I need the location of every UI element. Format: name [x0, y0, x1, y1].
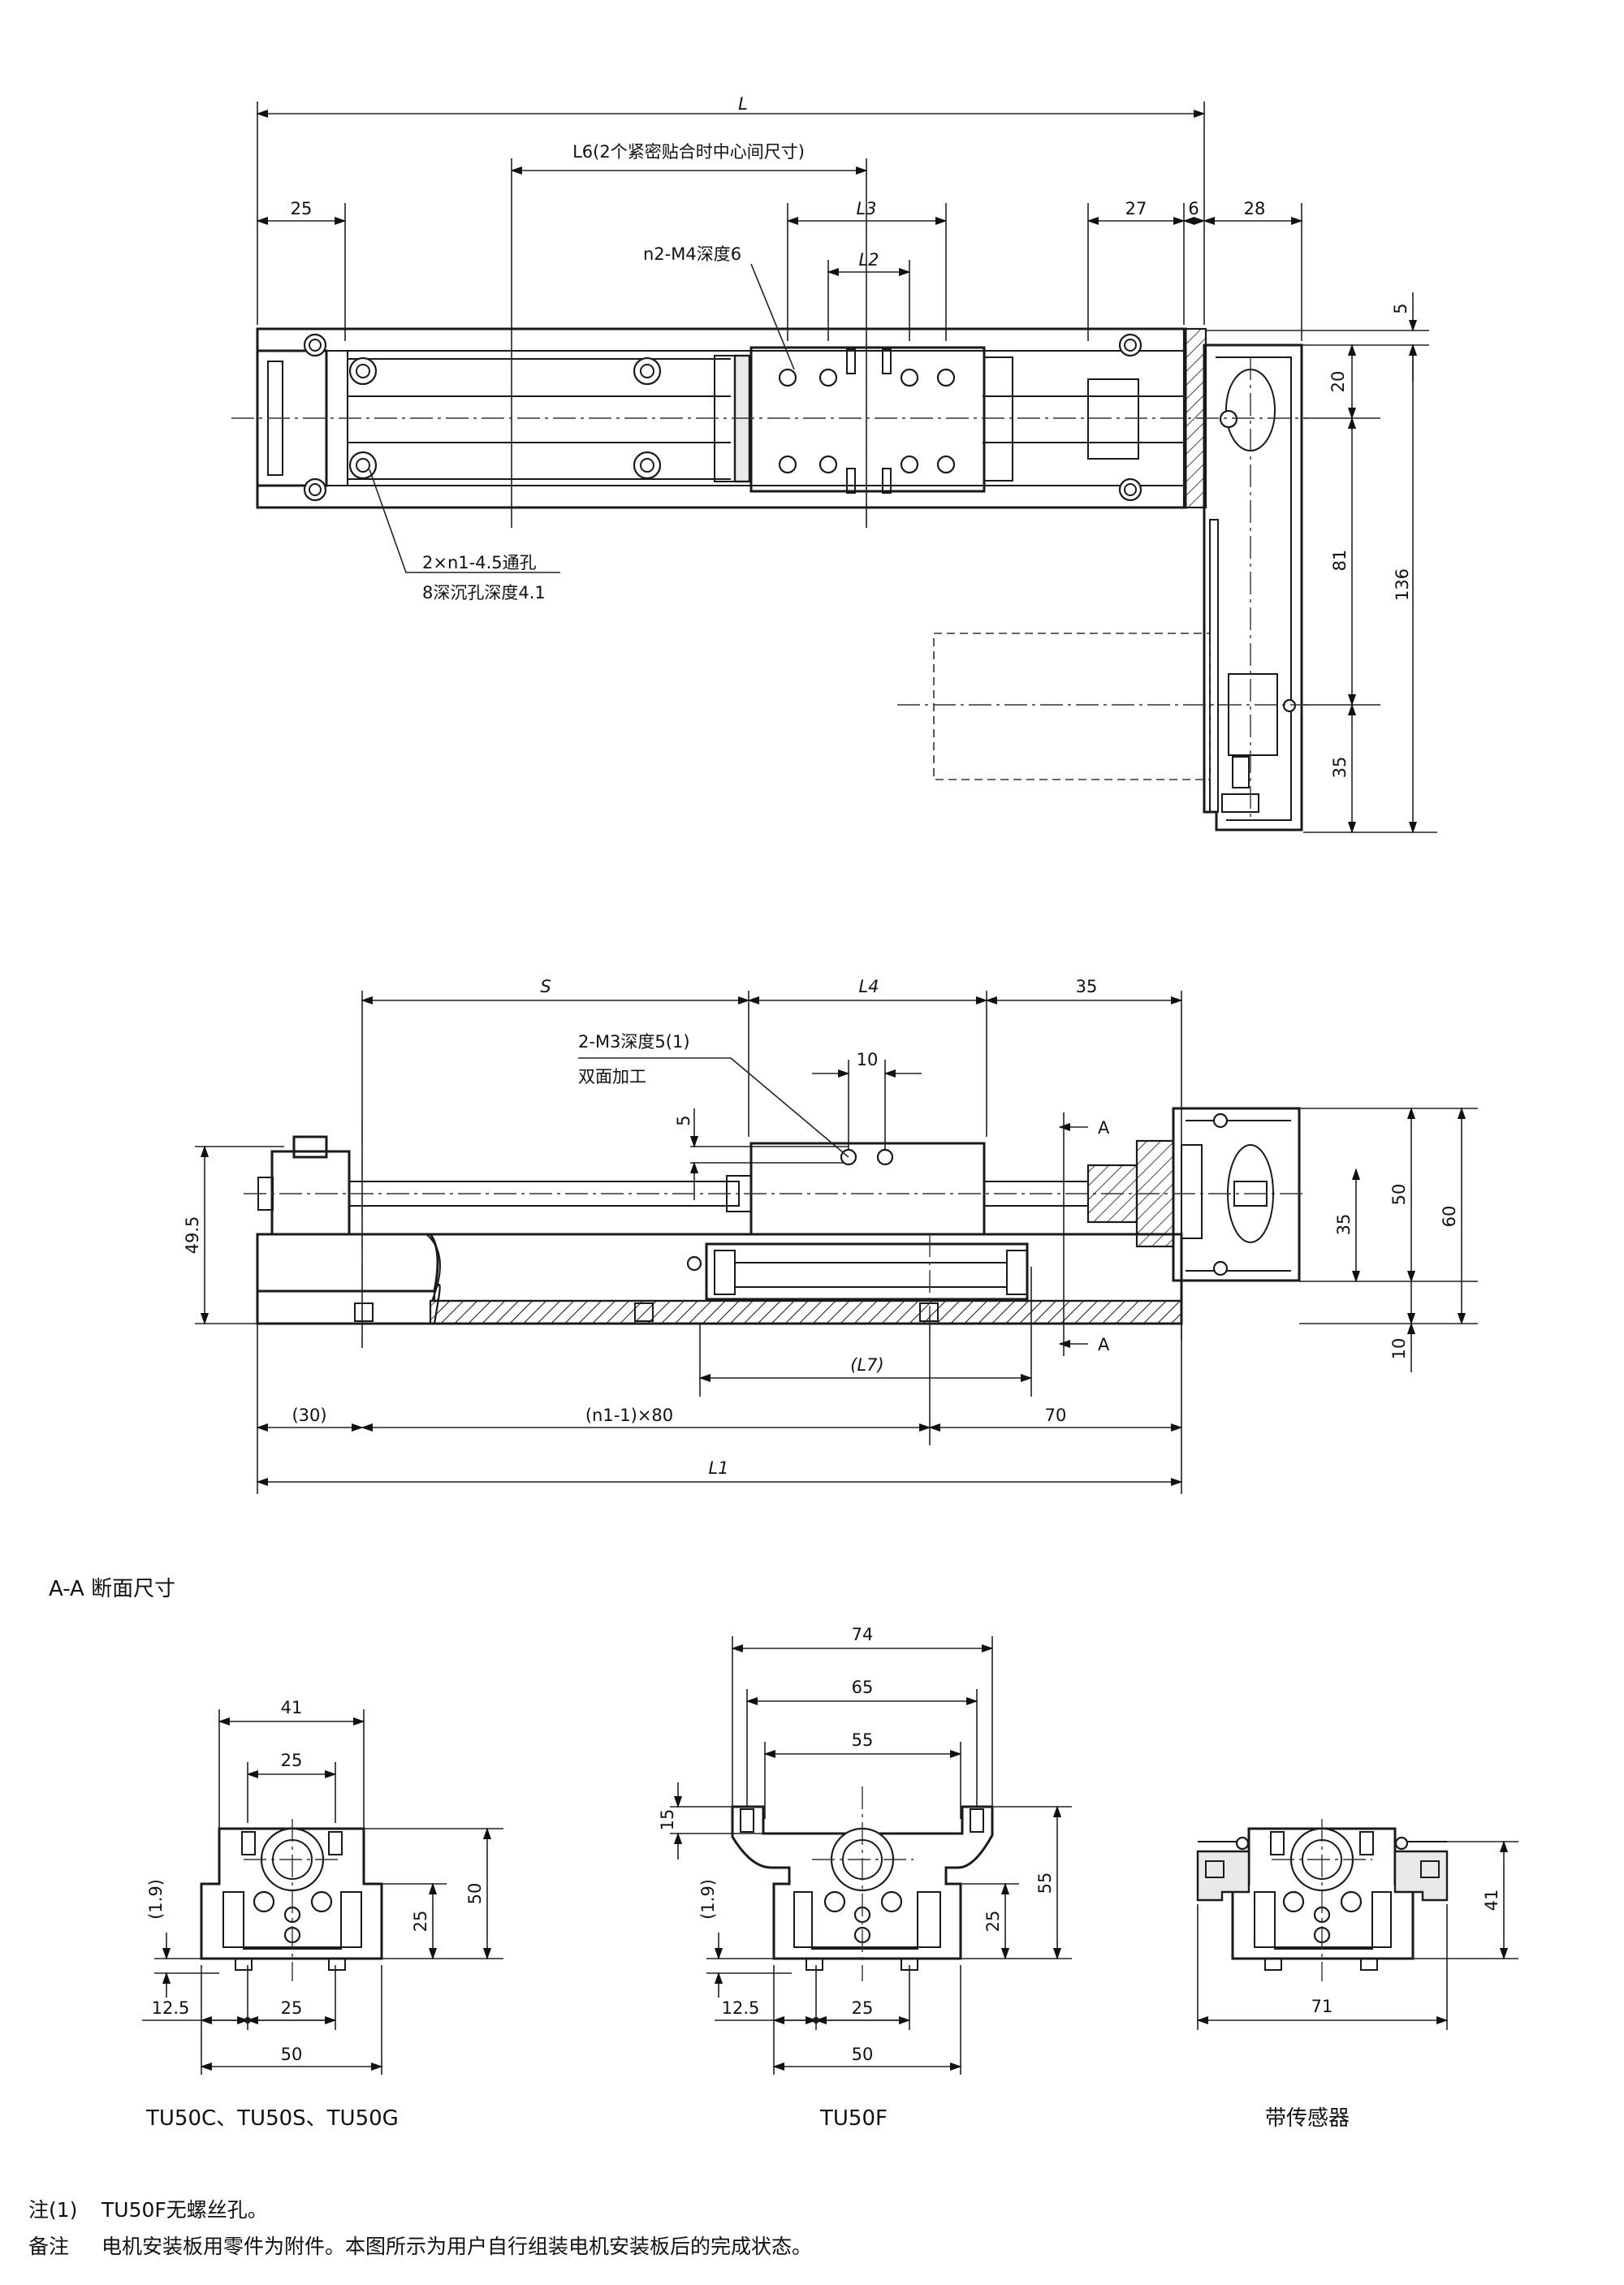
- dim-28-label: 28: [1244, 199, 1266, 218]
- note-1-text: TU50F无螺丝孔。: [101, 2198, 268, 2222]
- dim-50-label: 50: [1389, 1184, 1409, 1206]
- s3-w71: 71: [1311, 1997, 1333, 2016]
- caption-sensor: 带传感器: [1265, 2106, 1350, 2131]
- dim-L-label: L: [738, 94, 748, 114]
- dim-35-right-label: 35: [1334, 1214, 1354, 1236]
- dim-20-label: 20: [1328, 371, 1348, 393]
- s1-w41: 41: [281, 1698, 303, 1717]
- callout-m3-line2: 双面加工: [578, 1067, 646, 1086]
- s3-h41: 41: [1482, 1890, 1501, 1911]
- caption-tu50f: TU50F: [819, 2106, 888, 2131]
- dim-L1-label: L1: [708, 1458, 728, 1478]
- dim-L2-label: L2: [858, 250, 879, 270]
- dim-25-label: 25: [291, 199, 313, 218]
- s1-off12-5: 12.5: [152, 1998, 190, 2018]
- s2-w55: 55: [852, 1730, 874, 1750]
- callout-holes-line1: 2×n1-4.5通孔: [422, 553, 537, 572]
- s2-h15: 15: [658, 1809, 677, 1831]
- section-title: A-A 断面尺寸: [49, 1577, 175, 1601]
- dim-10-right-label: 10: [1389, 1338, 1409, 1360]
- s2-w25-bot: 25: [852, 1998, 874, 2018]
- dim-60-label: 60: [1440, 1206, 1459, 1228]
- dim-L6-label: L6(2个紧密贴合时中心间尺寸): [572, 142, 805, 162]
- dim-81-label: 81: [1330, 550, 1350, 572]
- dim-5-label: 5: [1391, 303, 1410, 313]
- dim-L7-label: (L7): [850, 1355, 883, 1375]
- dim-L3-label: L3: [856, 199, 876, 218]
- s2-w74: 74: [852, 1625, 874, 1644]
- side-view: S L4 35 10 5 49.5 (L7) (30) (n1-1)×80 70…: [183, 977, 1478, 1494]
- s1-w25-bot: 25: [281, 1998, 303, 2018]
- s2-w50: 50: [852, 2045, 874, 2064]
- section-sensor: 41 71 带传感器: [1196, 1819, 1518, 2131]
- s2-h55: 55: [1035, 1872, 1055, 1894]
- dim-49-5-label: 49.5: [183, 1216, 202, 1255]
- dim-30-label: (30): [292, 1406, 326, 1425]
- dim-L4-label: L4: [858, 977, 879, 996]
- note-2-text: 电机安装板用零件为附件。本图所示为用户自行组装电机安装板后的完成状态。: [102, 2235, 812, 2258]
- section-marker-a-bottom: A: [1098, 1335, 1110, 1354]
- callout-holes-line2: 8深沉孔深度4.1: [422, 583, 546, 603]
- section-tu50f: 74 65 55 15 (1.9) 55 25: [658, 1625, 1072, 2131]
- dim-70-label: 70: [1045, 1406, 1067, 1425]
- dim-10-label: 10: [857, 1050, 879, 1069]
- note-1-label: 注(1): [28, 2198, 77, 2222]
- s2-off12-5: 12.5: [722, 1998, 760, 2018]
- notes: 注(1) TU50F无螺丝孔。 备注 电机安装板用零件为附件。本图所示为用户自行…: [28, 2198, 812, 2258]
- s2-w65: 65: [852, 1678, 874, 1697]
- note-2-label: 备注: [28, 2235, 69, 2258]
- s1-h25: 25: [411, 1911, 430, 1933]
- s1-h50: 50: [465, 1883, 485, 1905]
- section-tu50c: 41 25 50 25 (1.9): [142, 1698, 503, 2131]
- s1-w50: 50: [281, 2045, 303, 2064]
- dim-pitch-label: (n1-1)×80: [585, 1406, 673, 1425]
- s2-h25: 25: [983, 1911, 1003, 1933]
- dim-6-label: 6: [1188, 199, 1199, 218]
- dim-35-top-label: 35: [1076, 977, 1098, 996]
- dim-35-label: 35: [1330, 757, 1350, 779]
- section-marker-a-top: A: [1098, 1118, 1110, 1138]
- s1-h1-9: (1.9): [146, 1879, 166, 1920]
- s1-w25-top: 25: [281, 1751, 303, 1770]
- caption-tu50c: TU50C、TU50S、TU50G: [145, 2106, 399, 2131]
- top-view: L L6(2个紧密贴合时中心间尺寸) L3 L2 25 27 6 28 5 20…: [231, 94, 1437, 834]
- dim-5-side-label: 5: [674, 1115, 693, 1125]
- dim-136-label: 136: [1393, 568, 1412, 601]
- s2-h1-9: (1.9): [698, 1879, 718, 1920]
- callout-m4: n2-M4深度6: [643, 244, 741, 264]
- callout-m3-line1: 2-M3深度5(1): [578, 1032, 690, 1052]
- dim-27-label: 27: [1125, 199, 1147, 218]
- dim-S-label: S: [540, 977, 551, 996]
